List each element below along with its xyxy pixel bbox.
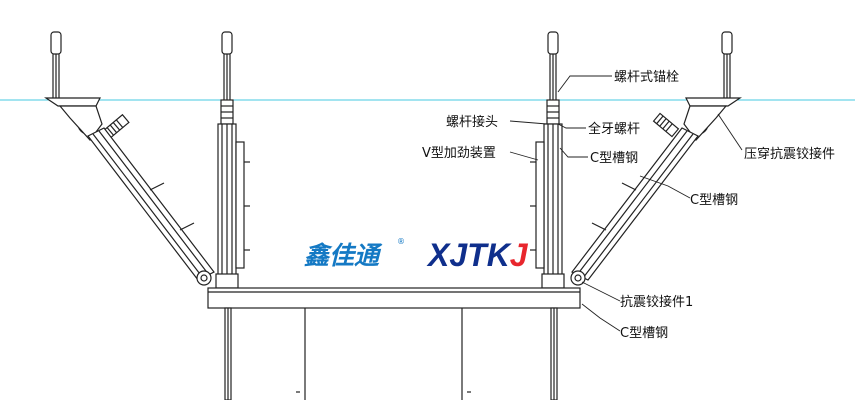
left-vertical-hanger <box>215 31 250 289</box>
label-rod-joint: 螺杆接头 <box>446 114 498 130</box>
label-full-thread-rod: 全牙螺杆 <box>588 121 640 137</box>
label-c-channel-brace: C型槽钢 <box>690 193 738 208</box>
logo-english-accent: J <box>510 237 529 273</box>
leader-lines <box>509 75 743 332</box>
label-c-channel-beam: C型槽钢 <box>620 326 668 341</box>
logo-registered-mark: ® <box>397 237 405 246</box>
logo-english-text: XJTKJ <box>426 237 529 273</box>
logo-english-main: XJTK <box>426 237 513 273</box>
brand-logo: 鑫佳通 ® XJTKJ <box>304 237 529 273</box>
label-compression-connector: 压穿抗震铰接件 <box>744 146 835 162</box>
right-diagonal-brace <box>570 31 742 286</box>
label-v-stiffener: V型加劲装置 <box>422 146 496 161</box>
logo-chinese-text: 鑫佳通 <box>304 241 383 270</box>
lower-rods <box>224 307 558 400</box>
left-diagonal-brace <box>44 31 215 286</box>
right-vertical-hanger <box>530 31 565 289</box>
horizontal-beam <box>207 287 581 309</box>
label-c-channel-upright: C型槽钢 <box>590 151 638 166</box>
label-screw-anchor: 螺杆式锚栓 <box>614 70 679 85</box>
label-hinge-connector-1: 抗震铰接件1 <box>620 294 693 310</box>
